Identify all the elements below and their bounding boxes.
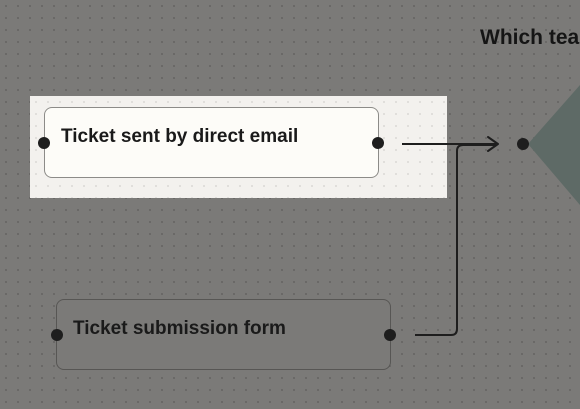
form-input-port[interactable] xyxy=(51,329,63,341)
form-output-port[interactable] xyxy=(384,329,396,341)
node-ticket-email[interactable]: Ticket sent by direct email xyxy=(44,107,379,178)
node-label: Ticket sent by direct email xyxy=(61,125,299,147)
node-ticket-form[interactable]: Ticket submission form xyxy=(56,299,391,370)
node-label: Ticket submission form xyxy=(73,317,286,339)
email-output-port[interactable] xyxy=(372,137,384,149)
edge-form-to-decision[interactable] xyxy=(415,144,496,336)
decision-input-port[interactable] xyxy=(517,138,529,150)
decision-diamond[interactable] xyxy=(528,85,580,205)
email-input-port[interactable] xyxy=(38,137,50,149)
decision-title: Which tea xyxy=(480,26,580,49)
arrowhead-icon xyxy=(487,136,499,152)
